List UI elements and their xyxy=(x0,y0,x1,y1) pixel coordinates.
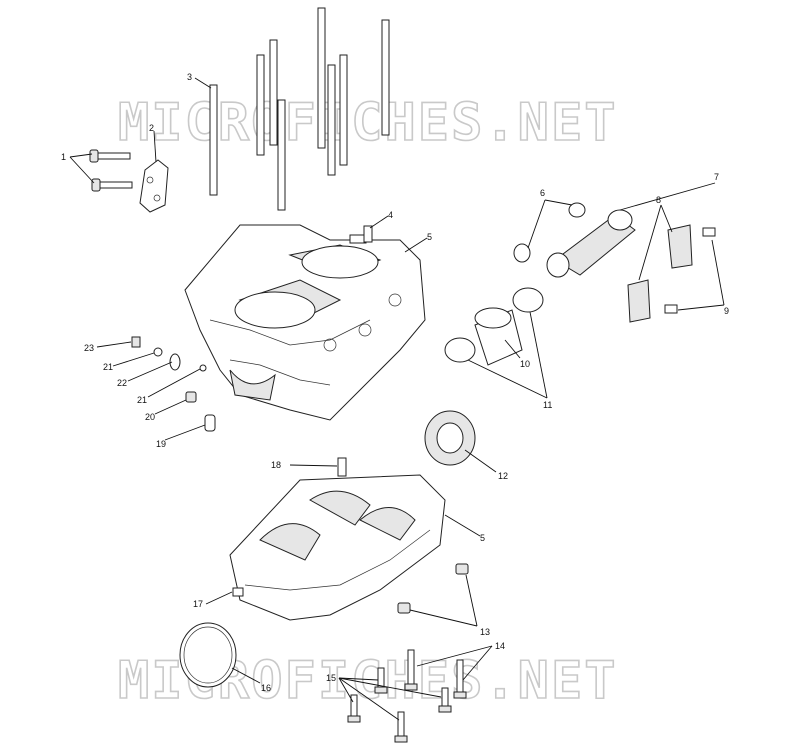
upper-crankcase[interactable] xyxy=(184,224,426,421)
callout-15: 15 xyxy=(326,673,336,683)
dowel-part-17[interactable] xyxy=(232,587,244,597)
callout-17: 17 xyxy=(193,599,203,609)
callout-labels: 1 2 3 4 5 6 7 8 9 10 11 12 13 14 15 16 1… xyxy=(61,72,729,693)
callout-13: 13 xyxy=(480,627,490,637)
callout-9: 9 xyxy=(724,306,729,316)
bolts-part-15[interactable] xyxy=(347,667,452,743)
callout-1: 1 xyxy=(61,152,66,162)
watermark-top: MICROFICHES.NET xyxy=(118,93,618,153)
intake-elbow-part-7[interactable] xyxy=(546,209,636,278)
callout-7: 7 xyxy=(714,172,719,182)
callout-16: 16 xyxy=(261,683,271,693)
oring-part-6[interactable] xyxy=(513,202,586,263)
clamps-part-11[interactable] xyxy=(444,287,544,363)
small-fittings[interactable] xyxy=(131,336,216,432)
bolts-part-14[interactable] xyxy=(404,649,467,699)
callout-11: 11 xyxy=(543,400,552,410)
bolts-part-1[interactable] xyxy=(89,149,133,192)
leader-lines xyxy=(69,77,725,721)
callout-21-upper: 21 xyxy=(103,362,113,372)
callout-4: 4 xyxy=(388,210,393,220)
callout-3: 3 xyxy=(187,72,192,82)
callout-19: 19 xyxy=(156,439,166,449)
callout-22: 22 xyxy=(117,378,127,388)
cover-plate-part-2[interactable] xyxy=(139,159,169,213)
callout-23: 23 xyxy=(84,343,94,353)
callout-2: 2 xyxy=(149,123,154,133)
plugs-part-13[interactable] xyxy=(397,563,469,614)
dowel-part-4[interactable] xyxy=(349,225,373,244)
callout-8: 8 xyxy=(656,195,661,205)
screws-part-9[interactable] xyxy=(664,227,716,314)
cylinder-studs[interactable] xyxy=(209,7,390,211)
callout-18: 18 xyxy=(271,460,281,470)
callout-6: 6 xyxy=(540,188,545,198)
hose-part-10[interactable] xyxy=(474,307,523,366)
brackets-part-8[interactable] xyxy=(627,224,693,323)
callout-5-upper: 5 xyxy=(427,232,432,242)
callout-12: 12 xyxy=(498,471,508,481)
callout-5-lower: 5 xyxy=(480,533,485,543)
callout-14: 14 xyxy=(495,641,505,651)
callout-20: 20 xyxy=(145,412,155,422)
snap-ring-part-16[interactable] xyxy=(179,622,237,688)
callout-10: 10 xyxy=(520,359,530,369)
callout-21-lower: 21 xyxy=(137,395,147,405)
seal-part-12[interactable] xyxy=(424,410,476,466)
lower-crankcase[interactable] xyxy=(229,457,446,621)
